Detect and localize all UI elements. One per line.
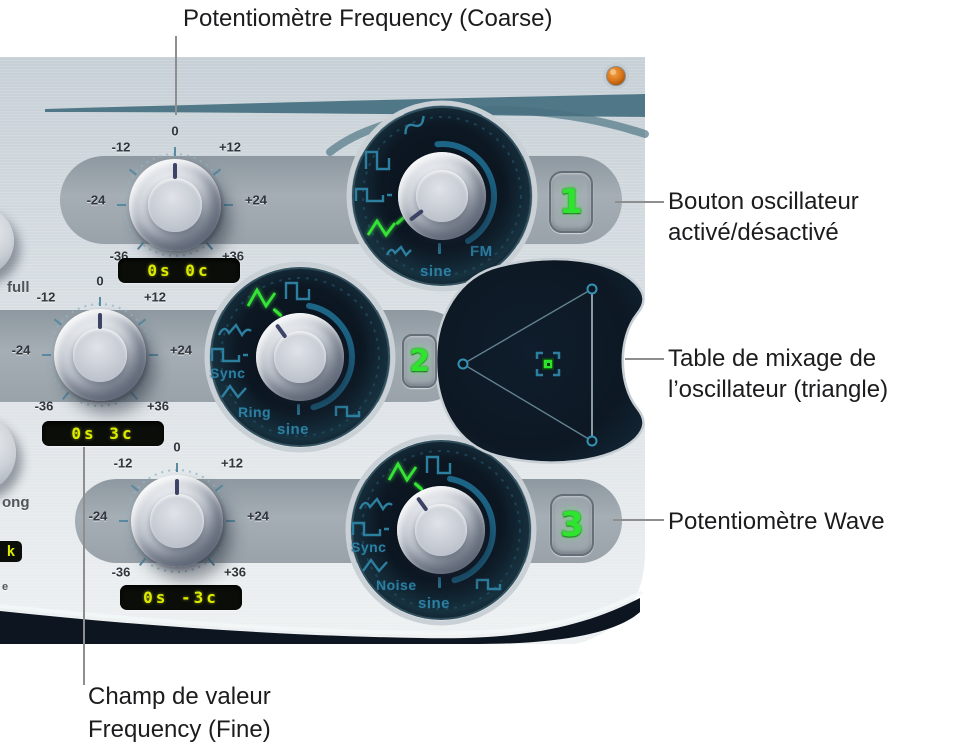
scale-label: -12 [111, 139, 131, 155]
scale-label: +24 [244, 192, 268, 208]
scale-label: 0 [173, 439, 181, 455]
osc3-wave-knob[interactable] [397, 486, 485, 574]
osc2-frequency-knob-group: 0 -12 +12 -24 +24 -36 +36 [0, 273, 200, 435]
scale-label: +36 [146, 398, 170, 414]
scale-label: +12 [143, 289, 167, 305]
scale-label: +12 [218, 139, 242, 155]
callout-line [615, 201, 664, 203]
callout-line [625, 358, 664, 360]
osc1-frequency-coarse-knob[interactable] [129, 159, 221, 251]
osc2-sync-label: Sync [210, 365, 246, 381]
oscillator-mix-marker[interactable] [535, 351, 561, 377]
callout-line [83, 447, 85, 685]
knob-pointer [175, 479, 179, 495]
scale-label: -12 [113, 455, 133, 471]
knob-pointer [415, 496, 429, 512]
osc2-wave-knob[interactable] [256, 313, 344, 401]
osc3-frequency-fine-field[interactable]: 0s -3c [120, 585, 242, 610]
osc2-frequency-fine-field[interactable]: 0s 3c [42, 421, 164, 446]
callout-mix-triangle: Table de mixage de l’oscillateur (triang… [668, 345, 889, 403]
scale-label: -12 [36, 289, 56, 305]
scale-label: 0 [171, 123, 179, 139]
scale-label: -24 [86, 192, 106, 208]
scale-label: -36 [34, 398, 54, 414]
edge-fragment-display[interactable]: k [0, 541, 22, 562]
osc3-frequency-coarse-knob[interactable] [131, 475, 223, 567]
callout-frequency-fine: Champ de valeur Frequency (Fine) [88, 683, 271, 743]
osc1-sine-label: sine [420, 263, 453, 280]
wave-scale-tick [438, 243, 441, 254]
osc3-sine-label: sine [418, 595, 451, 612]
power-led [603, 63, 629, 89]
osc3-on-off-button[interactable]: 3 [550, 494, 594, 556]
scale-label: -36 [111, 564, 131, 580]
knob-pointer [98, 313, 102, 329]
scale-label: +36 [223, 564, 247, 580]
scale-label: -24 [88, 508, 108, 524]
osc1-wave-knob[interactable] [398, 152, 486, 240]
osc1-fm-label: FM [470, 243, 493, 260]
osc3-noise-label: Noise [376, 577, 417, 593]
edge-fragment-full: full [7, 279, 30, 296]
scale-label: +24 [246, 508, 270, 524]
scale-label: +12 [220, 455, 244, 471]
knob-pointer [274, 323, 288, 339]
osc2-ring-label: Ring [238, 404, 272, 420]
knob-pointer [173, 163, 177, 179]
oscillator-mix-triangle [457, 283, 598, 447]
callout-line [175, 36, 177, 115]
edge-fragment-e: e [2, 581, 9, 593]
edge-fragment-ong: ong [2, 494, 30, 511]
osc2-frequency-coarse-knob[interactable] [54, 309, 146, 401]
wave-scale-tick [297, 404, 300, 415]
scale-label: -24 [11, 342, 31, 358]
scale-label: 0 [96, 273, 104, 289]
panel-bottom-band [0, 598, 640, 644]
callout-wave-knob: Potentiomètre Wave [668, 508, 885, 535]
wave-scale-tick [438, 577, 441, 588]
osc2-on-off-button[interactable]: 2 [402, 334, 437, 388]
callout-frequency-coarse: Potentiomètre Frequency (Coarse) [183, 5, 553, 32]
osc1-on-off-button[interactable]: 1 [549, 171, 593, 233]
callout-osc-on-off: Bouton oscillateur activé/désactivé [668, 188, 859, 246]
osc2-sine-label: sine [277, 421, 310, 438]
scale-label: +24 [169, 342, 193, 358]
freq-knob-scale-marks [41, 146, 236, 573]
osc1-frequency-fine-field[interactable]: 0s 0c [118, 258, 240, 283]
osc3-frequency-knob-group: 0 -12 +12 -24 +24 -36 +36 [77, 439, 277, 601]
osc3-sync-label: Sync [351, 539, 387, 555]
callout-line [613, 519, 664, 521]
knob-pointer [408, 208, 425, 222]
